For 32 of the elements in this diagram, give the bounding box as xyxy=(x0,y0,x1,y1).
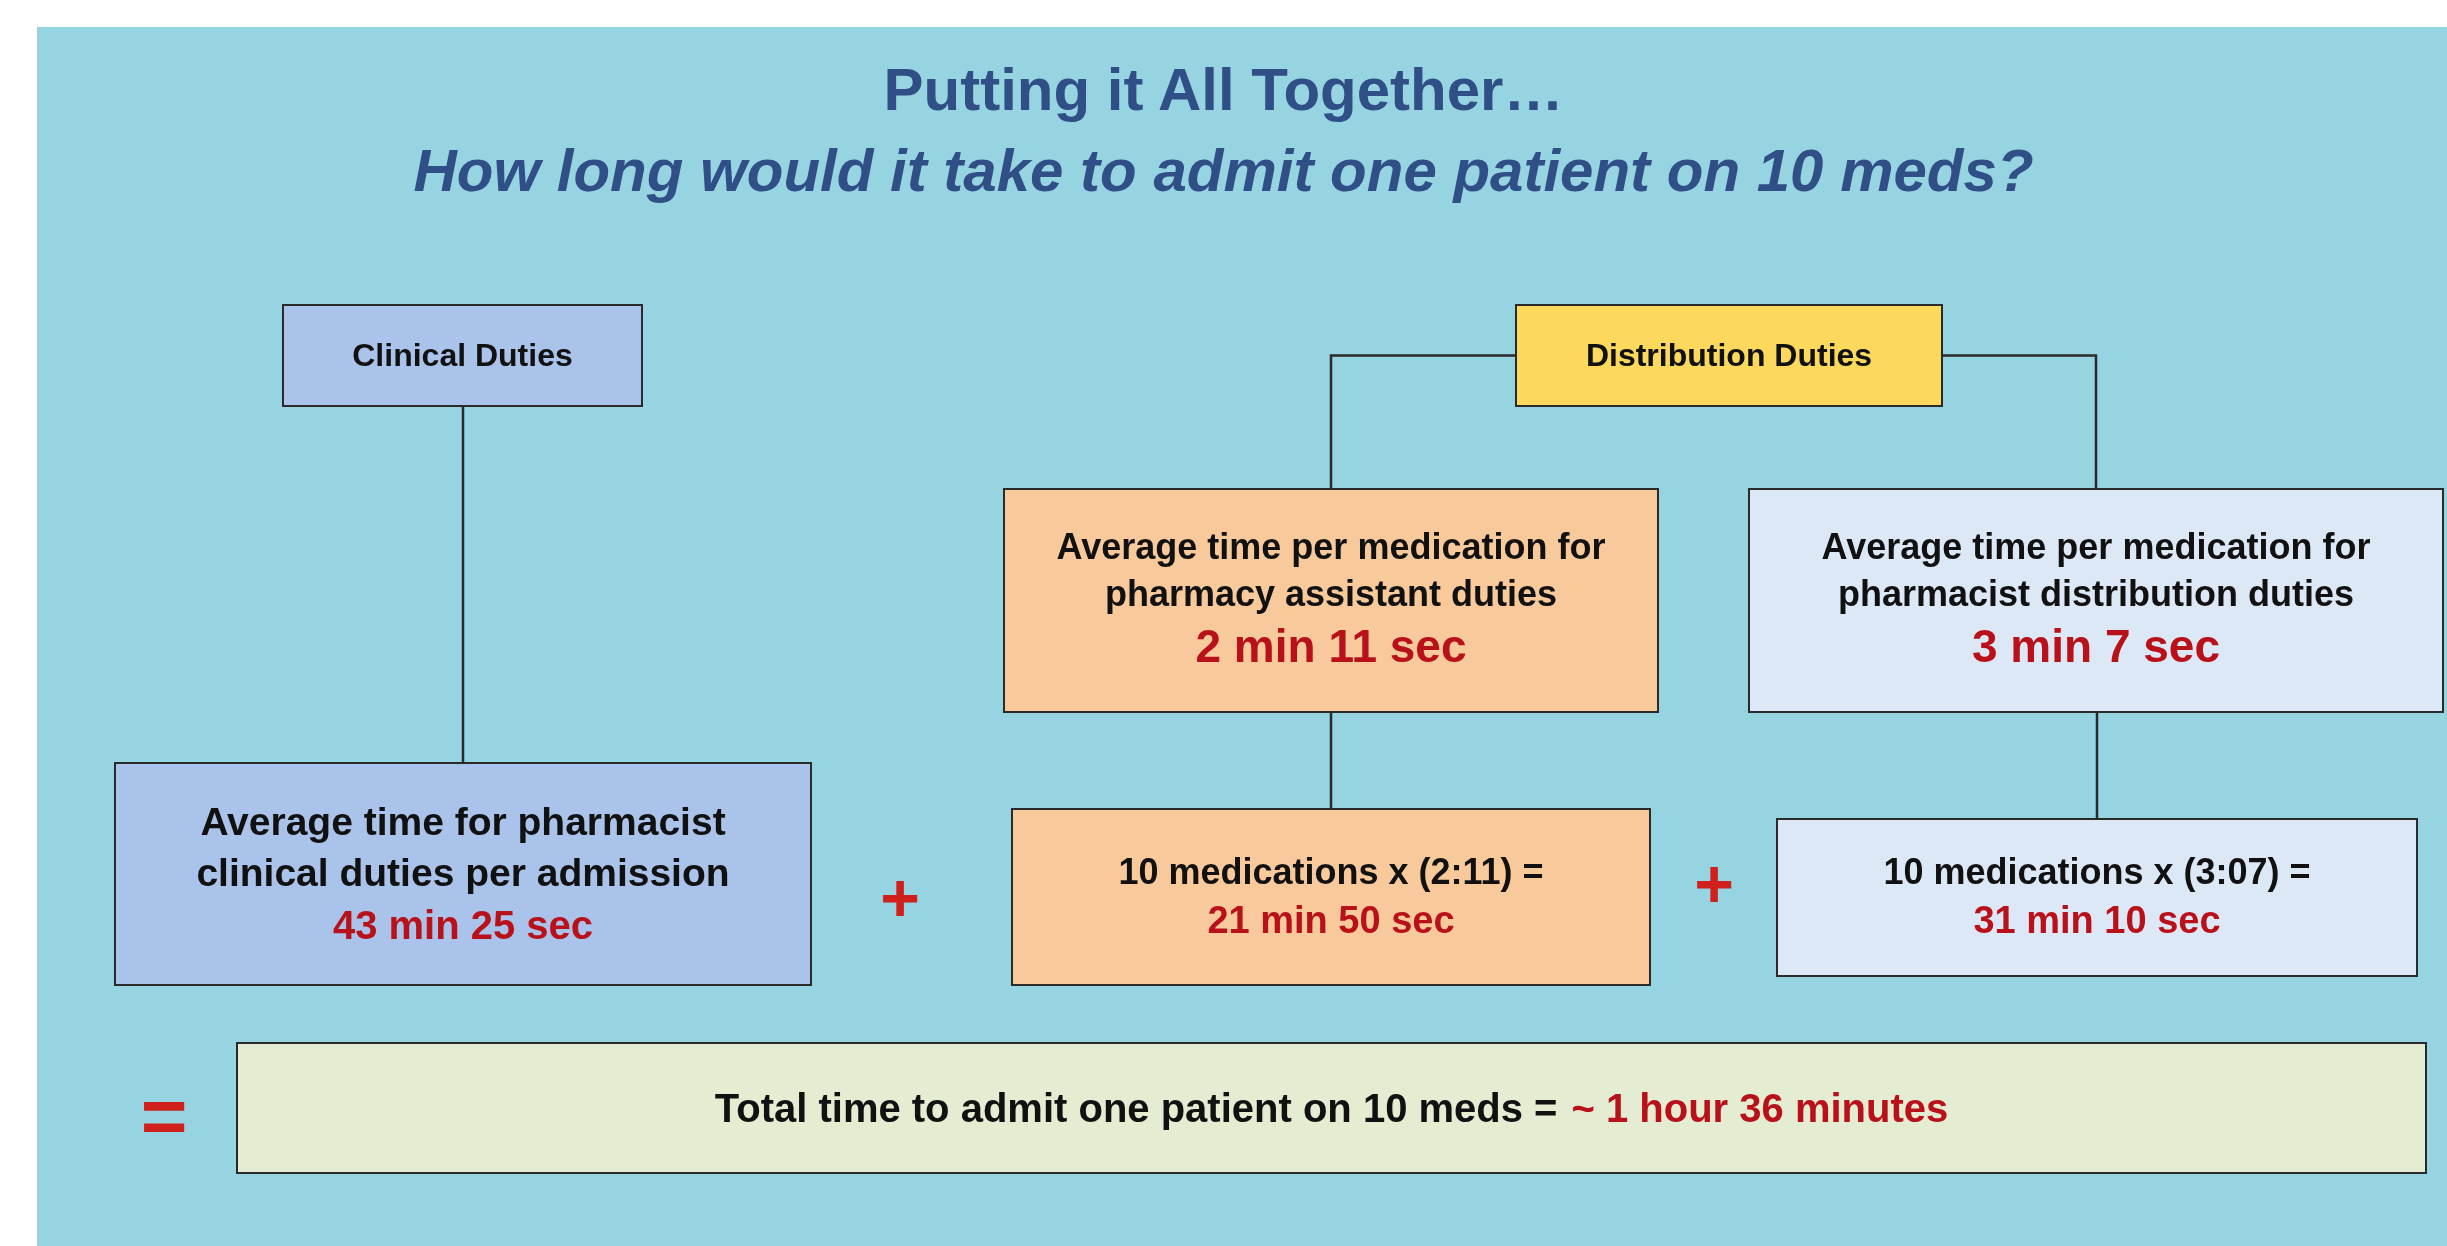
connector-line xyxy=(461,407,465,762)
time-value: 21 min 50 sec xyxy=(1207,897,1455,943)
connector-line xyxy=(1329,354,1515,488)
equals-sign: = xyxy=(139,1072,189,1160)
total-box xyxy=(236,1042,2427,1174)
box-text: Average time per medication for pharmacy assistant duties xyxy=(1055,524,1607,616)
time-value: 3 min 7 sec xyxy=(1971,619,2220,675)
time-value: 2 min 11 sec xyxy=(1195,619,1467,675)
box-heading: Distribution Duties xyxy=(1585,335,1873,375)
connector-line xyxy=(1329,713,1333,808)
time-value: 43 min 25 sec xyxy=(332,901,594,949)
box-text: Average time for pharmacist clinical duties per admission xyxy=(195,799,731,896)
result-box xyxy=(1776,818,2418,977)
subtitle: How long would it take to admit one patient on 10 meds? xyxy=(412,138,2035,204)
duty-box xyxy=(1515,304,1943,407)
connector-line xyxy=(2095,713,2099,818)
box-heading: Clinical Duties xyxy=(352,335,573,375)
result-box xyxy=(1011,808,1651,986)
plus-sign: + xyxy=(1693,846,1735,921)
connector-line xyxy=(1943,354,2098,488)
plus-sign: + xyxy=(879,860,921,935)
time-box xyxy=(114,762,812,986)
time-box xyxy=(1748,488,2444,713)
duty-box xyxy=(282,304,643,407)
box-text: 10 medications x (2:11) = xyxy=(1118,849,1544,894)
time-value: 31 min 10 sec xyxy=(1973,898,2221,944)
time-value: ~ 1 hour 36 minutes xyxy=(1571,1085,1949,1132)
time-box xyxy=(1003,488,1659,713)
title: Putting it All Together… xyxy=(882,55,1565,124)
box-text: Total time to admit one patient on 10 meds = xyxy=(714,1085,1558,1132)
box-text: Average time per medication for pharmacist distribution duties xyxy=(1820,524,2372,616)
box-text: 10 medications x (3:07) = xyxy=(1883,850,2311,895)
